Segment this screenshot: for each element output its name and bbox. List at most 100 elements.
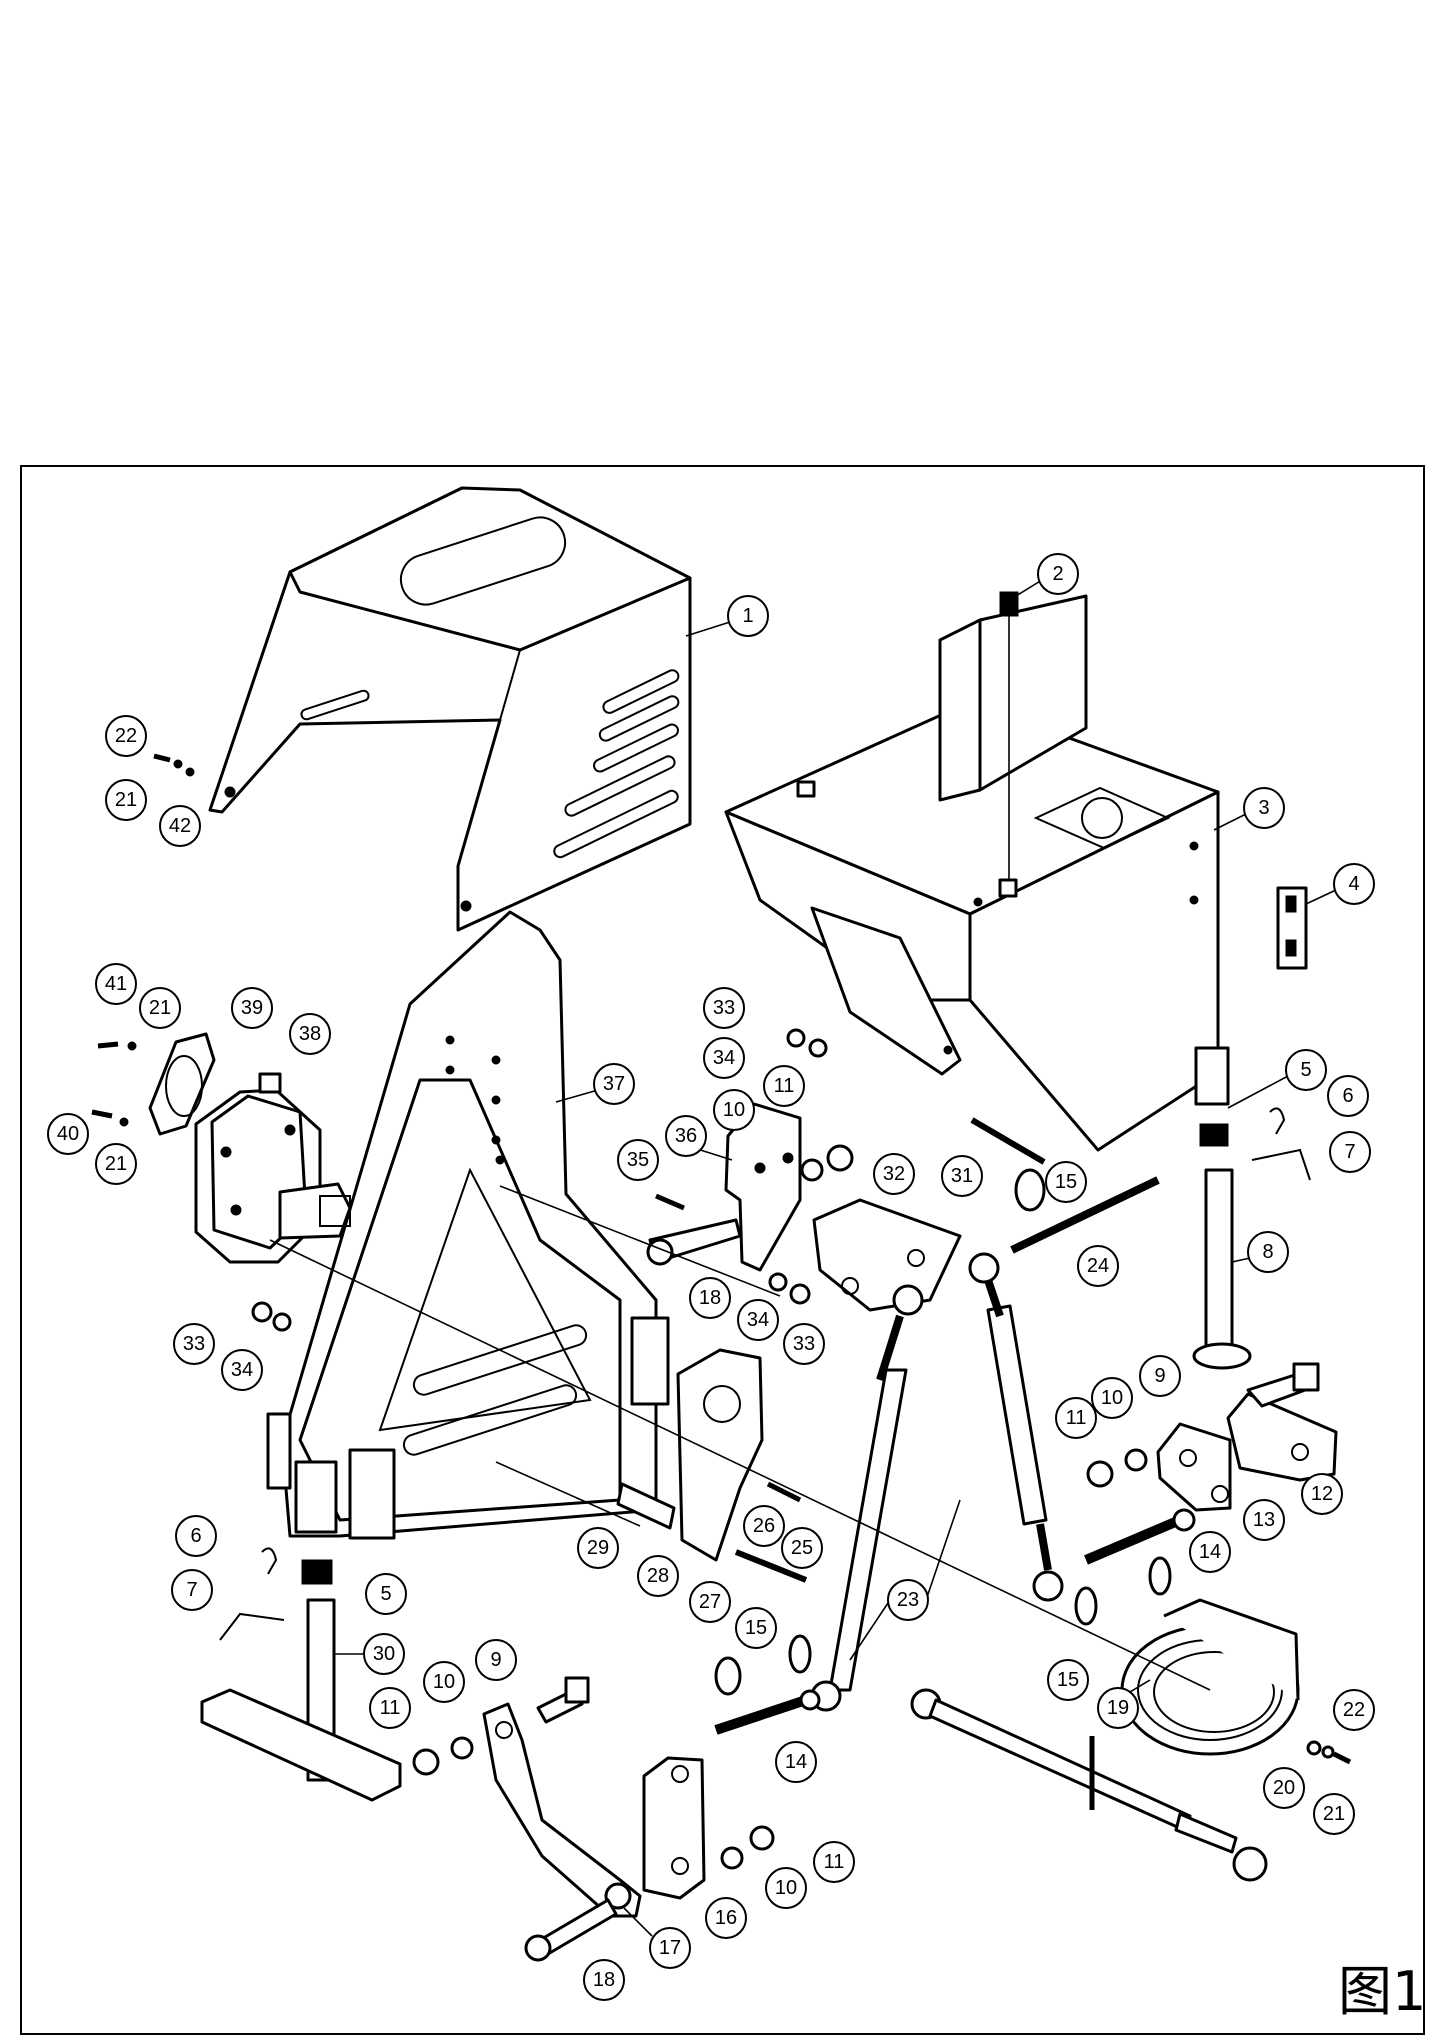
callout-circle bbox=[637, 1555, 679, 1597]
leader-lines bbox=[334, 579, 1337, 1937]
callout-number: 5 bbox=[380, 1583, 391, 1605]
callout-number: 6 bbox=[190, 1525, 201, 1547]
callout-33: 33 bbox=[173, 1323, 215, 1365]
callout-35: 35 bbox=[617, 1139, 659, 1181]
callout-11: 11 bbox=[813, 1841, 855, 1883]
callout-circle bbox=[47, 1113, 89, 1155]
callout-3: 3 bbox=[1243, 787, 1285, 829]
callout-circle bbox=[231, 987, 273, 1029]
callout-14: 14 bbox=[775, 1741, 817, 1783]
hood-bolt bbox=[153, 753, 195, 777]
nut-washer-upper bbox=[251, 1028, 854, 1332]
callout-circle bbox=[583, 1959, 625, 2001]
callout-32: 32 bbox=[873, 1153, 915, 1195]
callout-10: 10 bbox=[1091, 1377, 1133, 1419]
callout-number: 21 bbox=[115, 789, 137, 811]
callout-number: 15 bbox=[1055, 1171, 1077, 1193]
link-16 bbox=[642, 1756, 706, 1900]
guard-hood bbox=[208, 486, 692, 932]
clip-15-upper bbox=[1014, 1168, 1046, 1212]
callout-circle bbox=[159, 805, 201, 847]
callout-40: 40 bbox=[47, 1113, 89, 1155]
callout-number: 16 bbox=[715, 1907, 737, 1929]
callout-circle bbox=[941, 1155, 983, 1197]
callout-circle bbox=[1047, 1659, 1089, 1701]
callout-circle bbox=[713, 1089, 755, 1131]
callout-circle bbox=[1313, 1793, 1355, 1835]
callout-15: 15 bbox=[1045, 1161, 1087, 1203]
callout-number: 1 bbox=[742, 605, 753, 627]
callout-number: 5 bbox=[1300, 1059, 1311, 1081]
callout-number: 22 bbox=[1343, 1699, 1365, 1721]
bolt-9-left bbox=[536, 1676, 590, 1724]
callout-number: 39 bbox=[241, 997, 263, 1019]
callout-circle bbox=[1077, 1245, 1119, 1287]
callout-number: 34 bbox=[231, 1359, 253, 1381]
drawing-frame bbox=[20, 465, 1425, 2035]
callout-number: 20 bbox=[1273, 1777, 1295, 1799]
callout-circle bbox=[289, 1013, 331, 1055]
callout-14: 14 bbox=[1189, 1531, 1231, 1573]
pto-cover bbox=[1120, 1598, 1300, 1756]
callout-8: 8 bbox=[1247, 1231, 1289, 1273]
callout-circle bbox=[95, 963, 137, 1005]
rod-24 bbox=[1010, 1176, 1160, 1254]
callout-7: 7 bbox=[171, 1569, 213, 1611]
callout-21: 21 bbox=[95, 1143, 137, 1185]
callout-23: 23 bbox=[887, 1579, 929, 1621]
callout-number: 38 bbox=[299, 1023, 321, 1045]
callout-29: 29 bbox=[577, 1527, 619, 1569]
callout-circle bbox=[593, 1063, 635, 1105]
callout-circle bbox=[763, 1065, 805, 1107]
callout-circle bbox=[577, 1527, 619, 1569]
callout-number: 4 bbox=[1348, 873, 1359, 895]
callout-38: 38 bbox=[289, 1013, 331, 1055]
callout-circle bbox=[369, 1687, 411, 1729]
mount-plate-12 bbox=[1226, 1392, 1338, 1482]
callout-circle bbox=[727, 595, 769, 637]
callout-number: 3 bbox=[1258, 797, 1269, 819]
callout-13: 13 bbox=[1243, 1499, 1285, 1541]
callout-number: 13 bbox=[1253, 1509, 1275, 1531]
callout-24: 24 bbox=[1077, 1245, 1119, 1287]
callout-number: 10 bbox=[775, 1877, 797, 1899]
bracket-36 bbox=[724, 1102, 802, 1272]
bolt-31 bbox=[970, 1117, 1046, 1165]
callout-19: 19 bbox=[1097, 1687, 1139, 1729]
callout-15: 15 bbox=[735, 1607, 777, 1649]
callout-34: 34 bbox=[737, 1299, 779, 1341]
callout-circle bbox=[1247, 1231, 1289, 1273]
nut-washer-left bbox=[412, 1736, 775, 1870]
callout-16: 16 bbox=[705, 1897, 747, 1939]
clevis-32 bbox=[812, 1198, 962, 1312]
callout-number: 37 bbox=[603, 1073, 625, 1095]
callout-circle bbox=[1091, 1377, 1133, 1419]
callout-circle bbox=[765, 1867, 807, 1909]
callout-number: 17 bbox=[659, 1937, 681, 1959]
callout-number: 33 bbox=[183, 1333, 205, 1355]
callout-circle bbox=[423, 1661, 465, 1703]
callout-28: 28 bbox=[637, 1555, 679, 1597]
bolt-27 bbox=[734, 1549, 808, 1583]
callout-circle bbox=[705, 1897, 747, 1939]
callout-number: 21 bbox=[105, 1153, 127, 1175]
callout-circle bbox=[475, 1639, 517, 1681]
jack-stand-right bbox=[1192, 1046, 1311, 1370]
callout-39: 39 bbox=[231, 987, 273, 1029]
callout-number: 10 bbox=[723, 1099, 745, 1121]
callout-number: 15 bbox=[745, 1617, 767, 1639]
callout-2: 2 bbox=[1037, 553, 1079, 595]
callout-circle bbox=[1139, 1355, 1181, 1397]
callout-circle bbox=[175, 1515, 217, 1557]
callout-circle bbox=[1243, 1499, 1285, 1541]
callout-5: 5 bbox=[365, 1573, 407, 1615]
callout-27: 27 bbox=[689, 1581, 731, 1623]
figure-label: 图1 bbox=[1338, 1960, 1426, 2023]
callout-number: 14 bbox=[1199, 1541, 1221, 1563]
callout-number: 14 bbox=[785, 1751, 807, 1773]
callout-circle bbox=[665, 1115, 707, 1157]
callout-number: 42 bbox=[169, 815, 191, 837]
callout-12: 12 bbox=[1301, 1473, 1343, 1515]
pin-14-lower bbox=[714, 1634, 821, 1735]
callout-number: 35 bbox=[627, 1149, 649, 1171]
